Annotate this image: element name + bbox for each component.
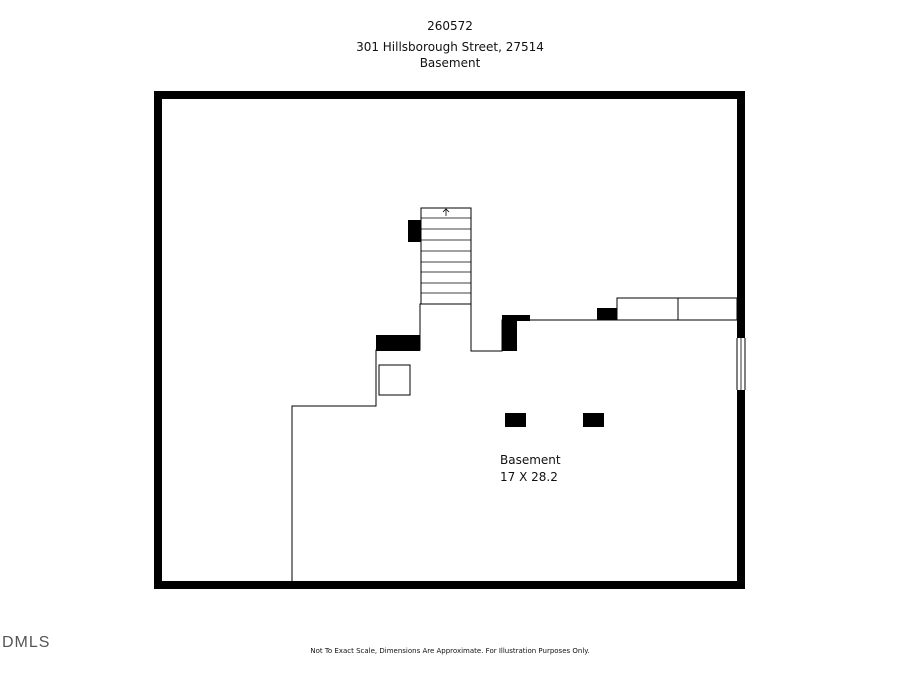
floor-title: Basement [419,56,481,70]
staircase [420,207,472,305]
mls-logo-icon: DMLS [2,634,51,651]
wall-block-left [376,335,420,351]
column-2 [583,413,604,427]
square-fixture [378,364,411,396]
plan-address: 301 Hillsborough Street, 27514 [356,40,544,54]
stair-up-arrow-icon [442,208,450,216]
column-1 [505,413,526,427]
room-dimensions: 17 X 28.2 [500,470,558,484]
disclaimer: Not To Exact Scale, Dimensions Are Appro… [310,647,590,655]
plan-id: 260572 [427,19,473,33]
built-in-counter [616,297,738,321]
wall-block-corner [502,315,530,351]
exterior-wall [154,91,745,589]
wall-block-shelf [597,308,617,320]
window [736,338,746,390]
room-name: Basement [500,453,561,467]
wall-block-stair [408,220,421,242]
